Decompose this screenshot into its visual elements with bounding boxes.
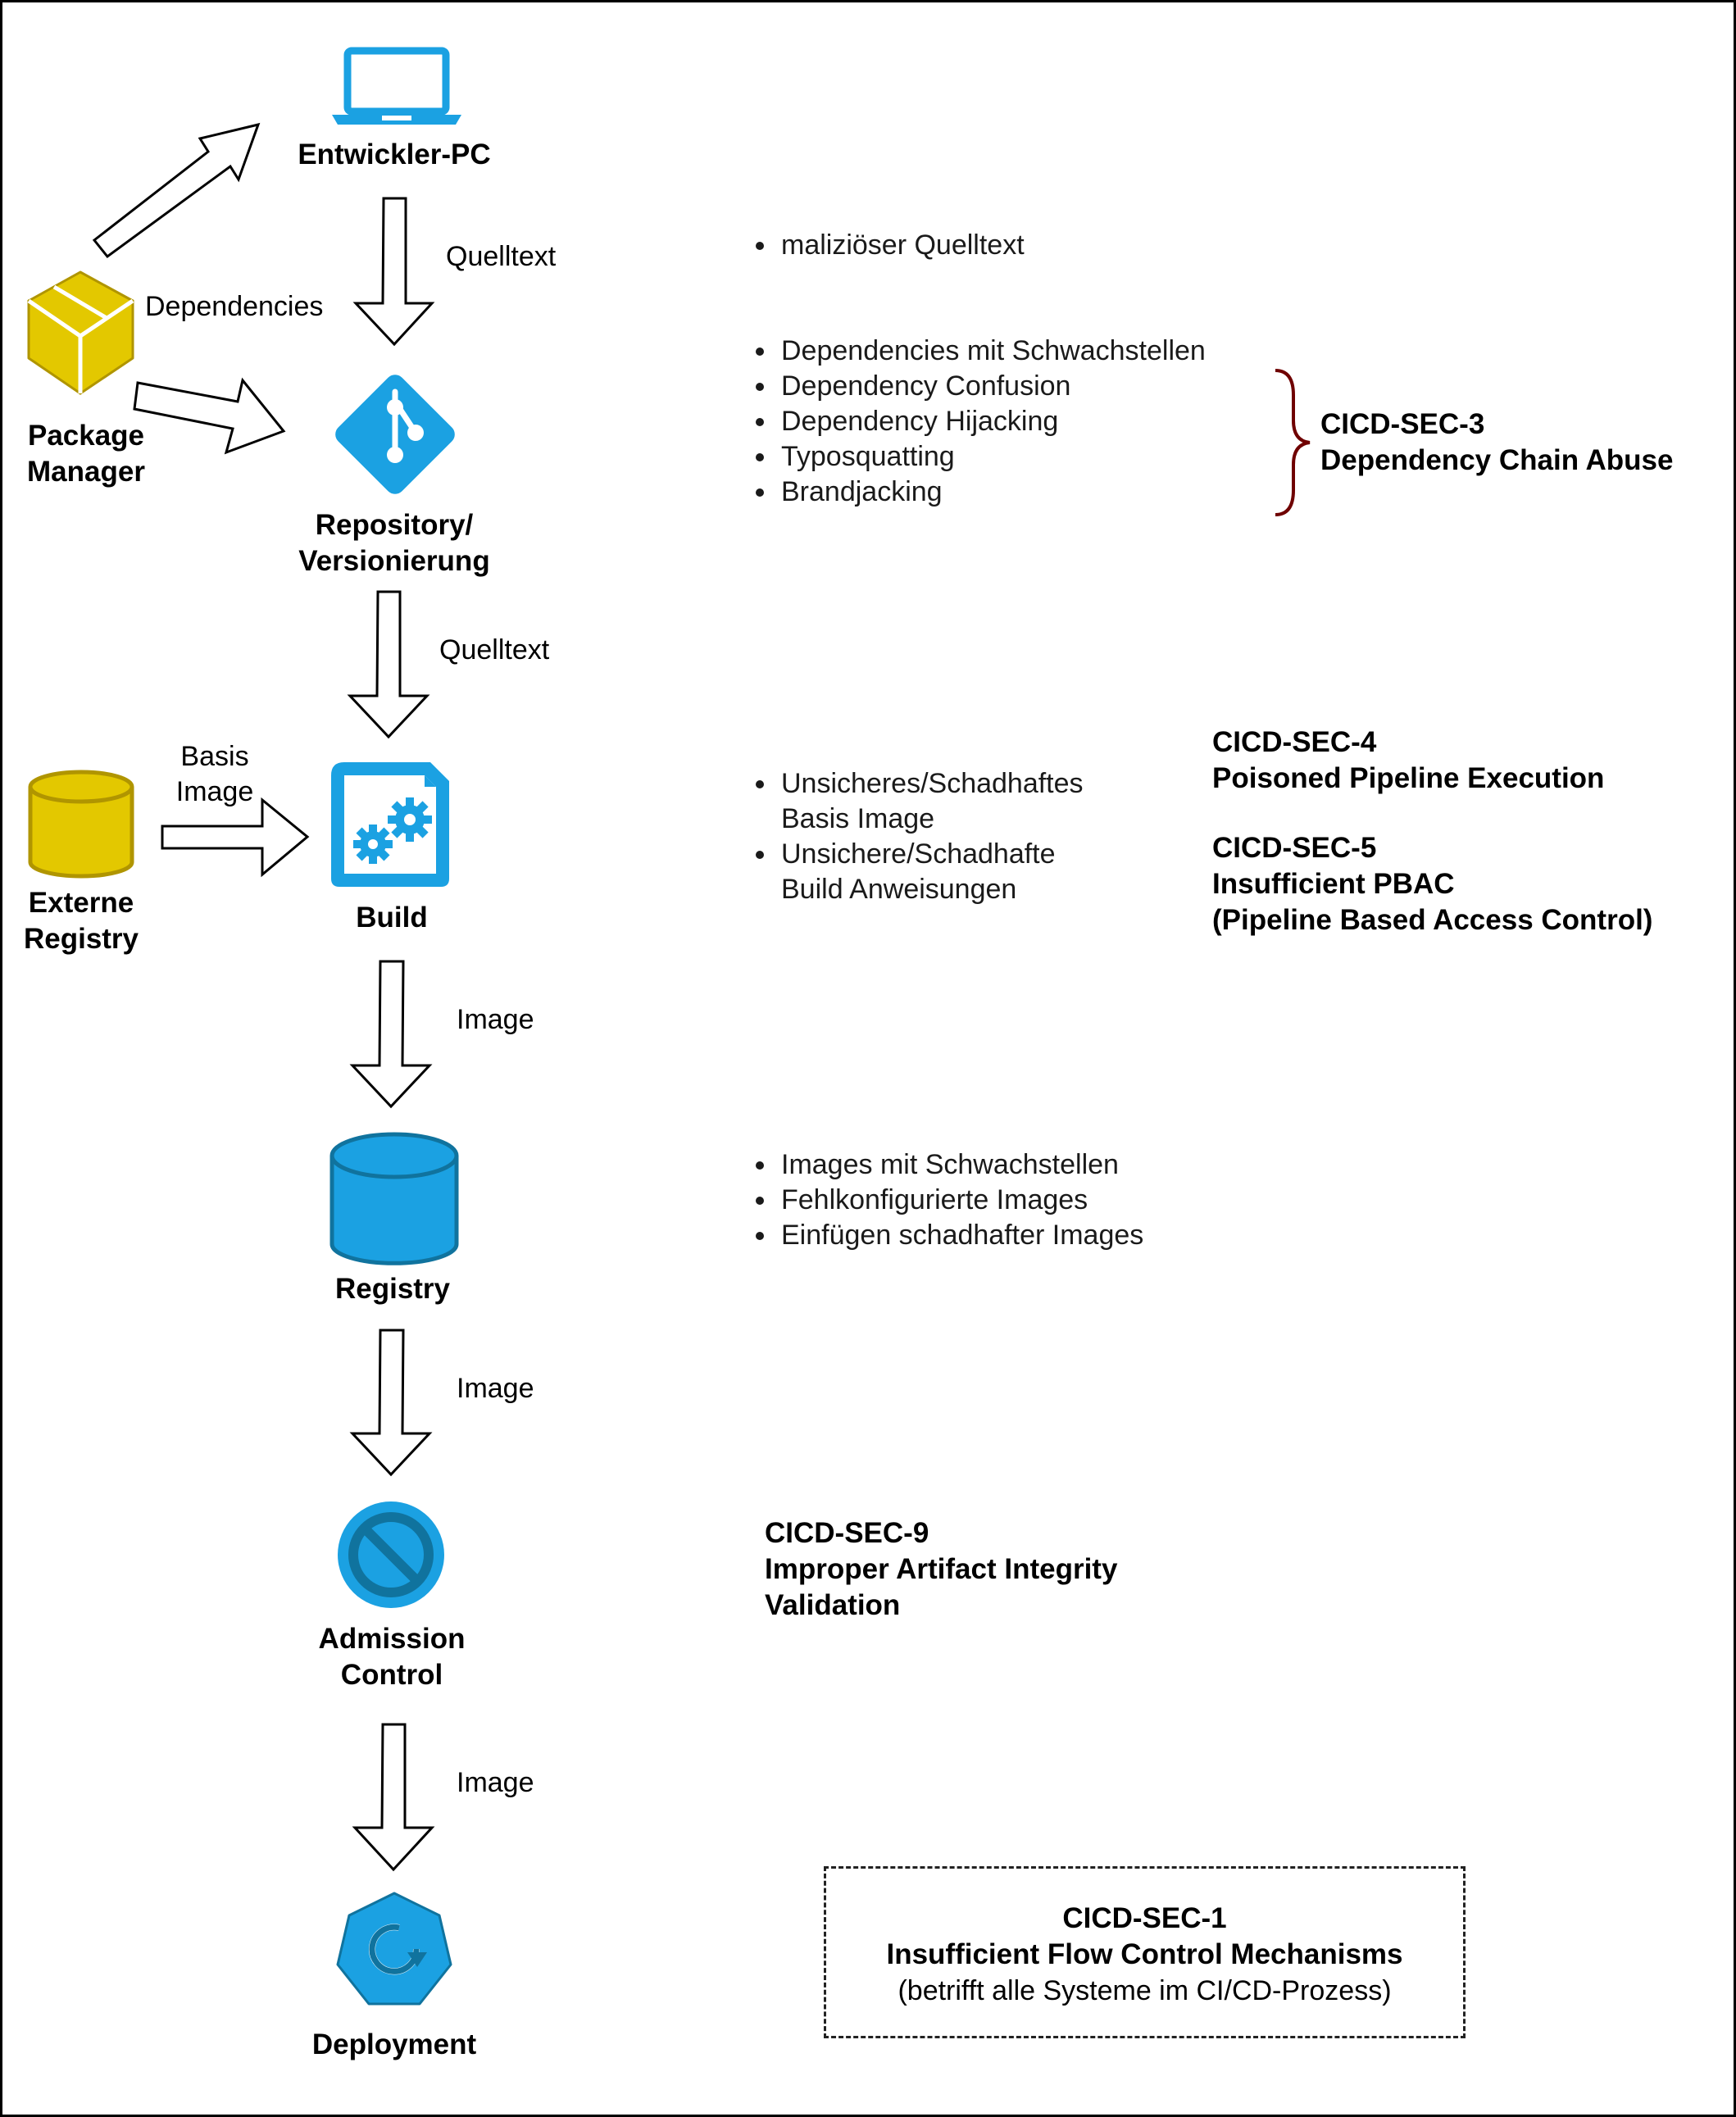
sec9-label: CICD-SEC-9 Improper Artifact Integrity V…	[765, 1517, 1118, 1621]
list-item: Dependencies mit Schwachstellen	[778, 334, 1206, 369]
arrow-image-2	[349, 1329, 433, 1477]
list-item: Unsicheres/Schadhaftes Basis Image	[778, 766, 1084, 837]
package-icon	[27, 270, 134, 395]
flow-arrows	[92, 122, 435, 1872]
edge-label-dependencies: Dependencies	[145, 291, 324, 322]
edge-label-basis-image: Basis Image	[175, 741, 254, 807]
deployment-icon	[336, 1892, 452, 2006]
list-item: Dependency Hijacking	[778, 404, 1206, 439]
list-item: Fehlkonfigurierte Images	[778, 1183, 1143, 1218]
arrow-image-1	[349, 960, 433, 1109]
edge-label-image-1: Image	[457, 1004, 534, 1035]
node-label-deployment: Deployment	[311, 2028, 477, 2060]
list-item: Unsichere/Schadhafte Build Anweisungen	[778, 837, 1084, 907]
arrow-pm-to-pc	[92, 122, 261, 259]
risk-list-build: Unsicheres/Schadhaftes Basis Image Unsic…	[743, 766, 1084, 907]
arrow-pm-to-repo	[133, 377, 286, 455]
sec5-label: CICD-SEC-5 Insufficient PBAC (Pipeline B…	[1212, 832, 1653, 936]
arrow-quelltext-2	[347, 590, 430, 739]
node-label-admission-control: Admission Control	[318, 1623, 466, 1691]
list-item: Typosquatting	[778, 439, 1206, 475]
risk-list-registry: Images mit Schwachstellen Fehlkonfigurie…	[743, 1147, 1143, 1253]
list-item: Images mit Schwachstellen	[778, 1147, 1143, 1183]
node-label-package-manager: Package Manager	[27, 420, 145, 488]
arrow-image-3	[352, 1723, 435, 1872]
external-registry-icon	[28, 770, 134, 879]
risk-list-dev: maliziöser Quelltext	[743, 228, 1025, 263]
build-gear-icon	[331, 762, 449, 887]
node-label-repository: Repository/ Versionierung	[298, 509, 490, 577]
node-label-externe-registry: Externe Registry	[23, 887, 139, 955]
edge-label-image-2: Image	[457, 1373, 534, 1404]
edge-label-image-3: Image	[457, 1767, 534, 1798]
git-icon	[335, 375, 455, 494]
sec1-id: CICD-SEC-1	[1062, 1902, 1227, 1934]
sec1-content: CICD-SEC-1 Insufficient Flow Control Mec…	[826, 1869, 1463, 2009]
risk-list-repo: Dependencies mit Schwachstellen Dependen…	[743, 334, 1206, 510]
list-item: Brandjacking	[778, 475, 1206, 510]
sec3-label: CICD-SEC-3 Dependency Chain Abuse	[1320, 408, 1674, 476]
sec1-dashed-box: CICD-SEC-1 Insufficient Flow Control Mec…	[824, 1866, 1466, 2038]
arrow-basis-image	[161, 797, 310, 878]
list-item: Einfügen schadhafter Images	[778, 1218, 1143, 1253]
node-label-registry: Registry	[334, 1273, 451, 1305]
arrow-quelltext-1	[352, 197, 435, 347]
registry-icon	[329, 1132, 459, 1265]
node-label-dev-pc: Entwickler-PC	[298, 139, 491, 170]
edge-label-quelltext-1: Quelltext	[446, 241, 557, 272]
prohibited-icon	[338, 1501, 444, 1608]
sec1-note: (betrifft alle Systeme im CI/CD-Prozess)	[898, 1975, 1392, 2006]
list-item: maliziöser Quelltext	[778, 228, 1025, 263]
edge-label-quelltext-2: Quelltext	[439, 634, 550, 666]
laptop-icon	[332, 47, 461, 125]
sec1-title: Insufficient Flow Control Mechanisms	[886, 1938, 1403, 1970]
brace-sec3	[1275, 369, 1311, 516]
node-label-build: Build	[356, 902, 428, 934]
list-item: Dependency Confusion	[778, 369, 1206, 404]
sec4-label: CICD-SEC-4 Poisoned Pipeline Execution	[1212, 726, 1605, 794]
